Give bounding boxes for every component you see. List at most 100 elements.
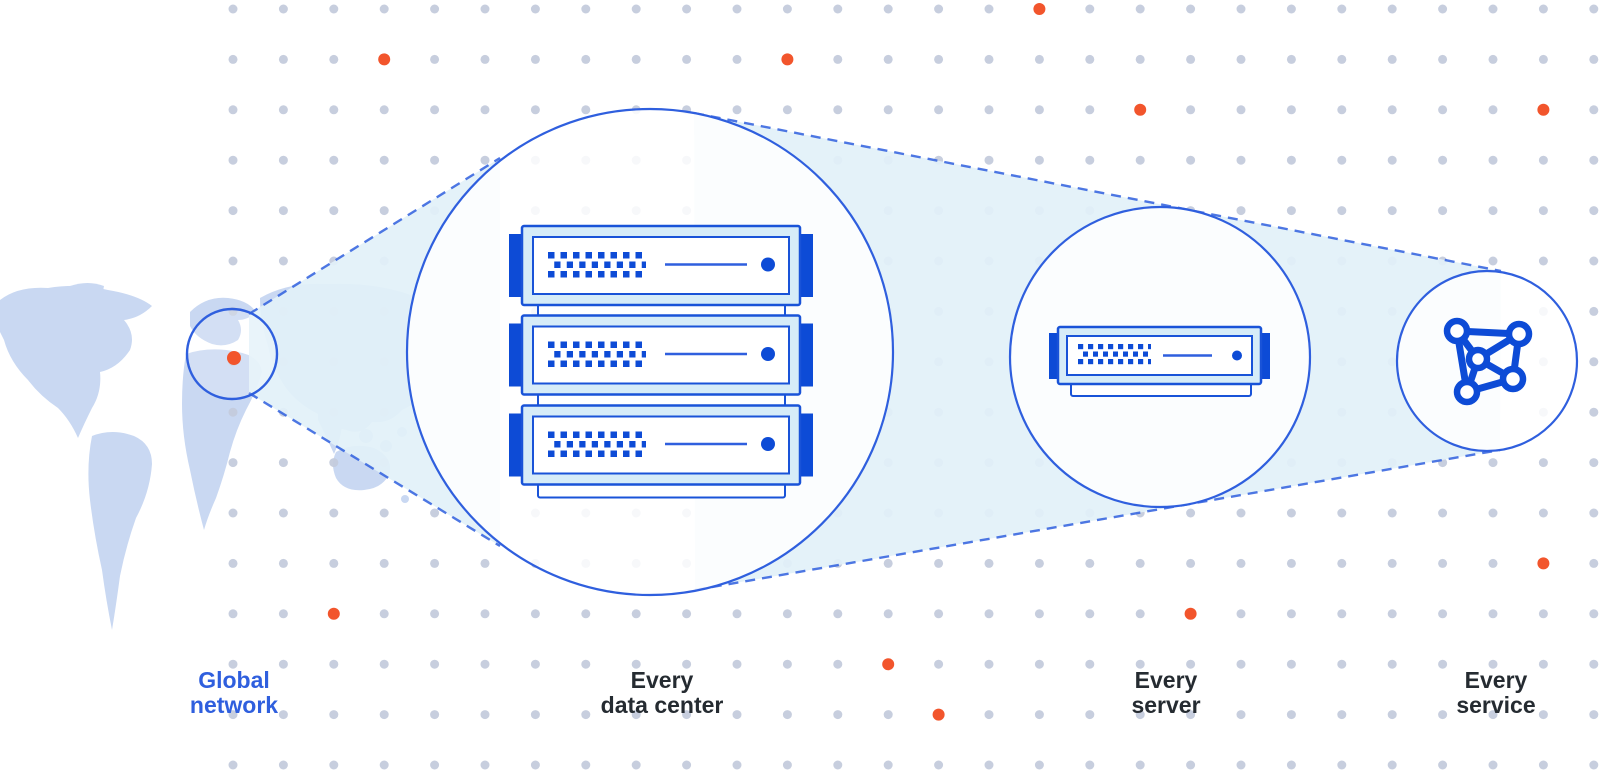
gray-dot: [1236, 710, 1246, 720]
gray-dot: [1337, 609, 1347, 619]
gray-dot: [1337, 4, 1347, 14]
network-graph-icon: [1443, 317, 1533, 406]
gray-dot: [329, 710, 339, 720]
gray-dot: [883, 105, 893, 115]
beam-edge-top-right: [693, 111, 1502, 273]
gray-dot: [1387, 206, 1397, 216]
gray-dot: [1387, 4, 1397, 14]
gray-dot: [430, 659, 440, 669]
gray-dot: [1387, 760, 1397, 770]
gray-dot: [1135, 710, 1145, 720]
gray-dot: [1135, 558, 1145, 568]
gray-dot: [228, 256, 238, 266]
gray-dot: [1236, 54, 1246, 64]
gray-dot: [1538, 710, 1548, 720]
label-line: Every: [1134, 667, 1198, 693]
gray-dot: [934, 54, 944, 64]
gray-dot: [1337, 558, 1347, 568]
gray-dot: [1589, 407, 1599, 417]
gray-dot: [1337, 710, 1347, 720]
gray-dot: [1286, 710, 1296, 720]
gray-dot: [1387, 659, 1397, 669]
graph-node-center: [1465, 346, 1491, 372]
gray-dot: [379, 710, 389, 720]
gray-dot: [1387, 558, 1397, 568]
gray-dot: [934, 558, 944, 568]
gray-dot: [278, 710, 288, 720]
gray-dot: [782, 760, 792, 770]
gray-dot: [1488, 659, 1498, 669]
label-line: server: [1131, 692, 1201, 718]
gray-dot: [228, 206, 238, 216]
gray-dot: [1488, 155, 1498, 165]
gray-dot: [1589, 155, 1599, 165]
gray-dot: [1286, 760, 1296, 770]
gray-dot: [1337, 155, 1347, 165]
gray-dot: [1085, 609, 1095, 619]
gray-dot: [430, 105, 440, 115]
gray-dot: [1387, 710, 1397, 720]
orange-dot: [1184, 607, 1197, 620]
gray-dot: [1538, 256, 1548, 266]
gray-dot: [1438, 659, 1448, 669]
gray-dot: [379, 558, 389, 568]
gray-dot: [1236, 105, 1246, 115]
label-every-service: Every service: [1456, 668, 1535, 718]
gray-dot: [1236, 609, 1246, 619]
gray-dot: [278, 659, 288, 669]
gray-dot: [379, 508, 389, 518]
gray-dot: [329, 458, 339, 468]
gray-dot: [581, 4, 591, 14]
gray-dot: [883, 558, 893, 568]
gray-dot: [934, 105, 944, 115]
gray-dot: [1589, 306, 1599, 316]
gray-dot: [1589, 710, 1599, 720]
gray-dot: [379, 105, 389, 115]
gray-dot: [480, 609, 490, 619]
gray-dot: [1488, 54, 1498, 64]
gray-dot: [278, 508, 288, 518]
gray-dot: [228, 508, 238, 518]
gray-dot: [1085, 558, 1095, 568]
gray-dot: [1488, 760, 1498, 770]
gray-dot: [228, 558, 238, 568]
gray-dot: [1135, 760, 1145, 770]
gray-dot: [228, 458, 238, 468]
gray-dot: [833, 54, 843, 64]
gray-dot: [1337, 659, 1347, 669]
gray-dot: [1488, 206, 1498, 216]
gray-dot: [631, 4, 641, 14]
gray-dot: [631, 710, 641, 720]
gray-dot: [833, 659, 843, 669]
gray-dot: [1589, 54, 1599, 64]
gray-dot: [430, 155, 440, 165]
gray-dot: [833, 4, 843, 14]
gray-dot: [379, 206, 389, 216]
gray-dot: [732, 105, 742, 115]
graph-node-top-right: [1505, 320, 1533, 348]
gray-dot: [530, 105, 540, 115]
gray-dot: [1034, 659, 1044, 669]
gray-dot: [883, 609, 893, 619]
gray-dot: [782, 710, 792, 720]
gray-dot: [1135, 659, 1145, 669]
orange-dot: [882, 658, 895, 671]
gray-dot: [581, 710, 591, 720]
gray-dot: [1286, 609, 1296, 619]
gray-dot: [530, 54, 540, 64]
gray-dot: [782, 105, 792, 115]
gray-dot: [732, 609, 742, 619]
continent-africa: [182, 349, 262, 530]
gray-dot: [934, 609, 944, 619]
gray-dot: [228, 407, 238, 417]
label-global-network: Global network: [190, 668, 278, 718]
gray-dot: [1085, 659, 1095, 669]
gray-dot: [1488, 105, 1498, 115]
gray-dot: [1438, 54, 1448, 64]
gray-dot: [228, 54, 238, 64]
gray-dot: [1589, 256, 1599, 266]
gray-dot: [278, 609, 288, 619]
gray-dot: [1085, 710, 1095, 720]
continent-greenland: [70, 283, 104, 308]
